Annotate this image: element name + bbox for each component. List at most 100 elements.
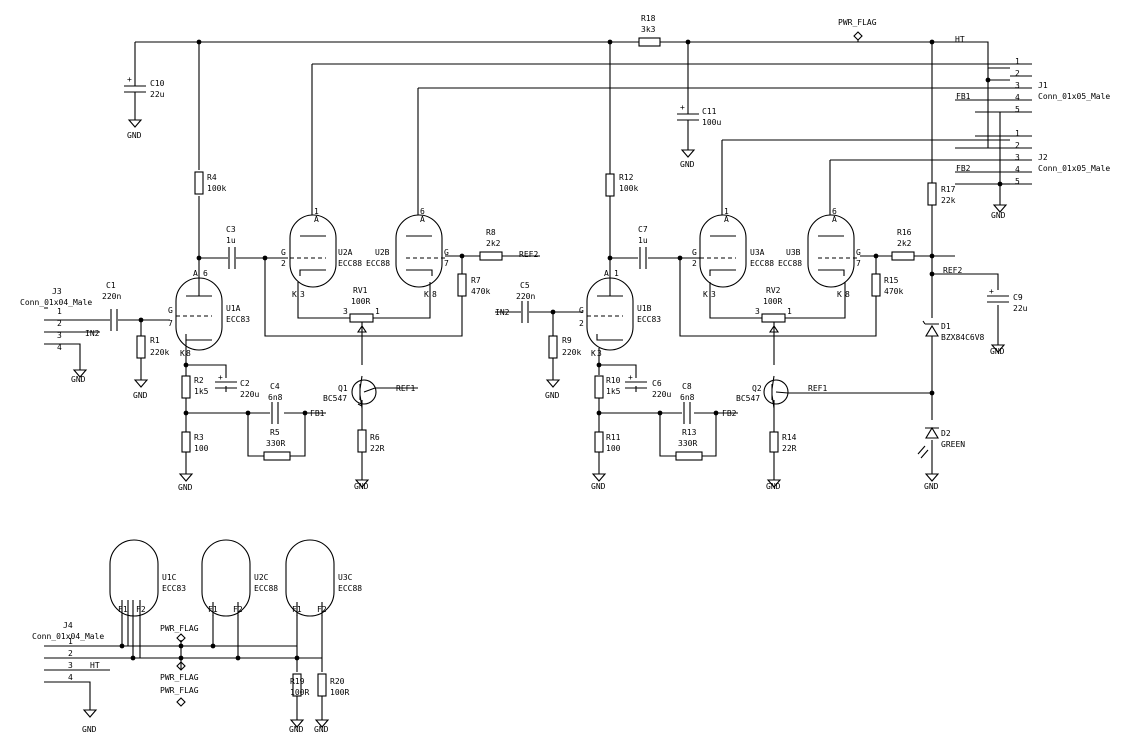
svg-text:GND: GND (591, 482, 606, 491)
svg-text:R13: R13 (682, 428, 697, 437)
svg-text:D2: D2 (941, 429, 951, 438)
svg-text:3: 3 (755, 307, 760, 316)
svg-text:F2: F2 (136, 605, 146, 614)
svg-text:22u: 22u (1013, 304, 1028, 313)
svg-text:1k5: 1k5 (606, 387, 621, 396)
svg-text:330R: 330R (266, 439, 285, 448)
svg-text:R20: R20 (330, 677, 345, 686)
svg-text:1: 1 (614, 269, 619, 278)
svg-text:1: 1 (314, 207, 319, 216)
svg-text:R8: R8 (486, 228, 496, 237)
svg-text:2: 2 (1015, 141, 1020, 150)
svg-text:+: + (680, 103, 685, 112)
junctions (119, 39, 1003, 661)
svg-text:100: 100 (606, 444, 621, 453)
svg-text:BC547: BC547 (323, 394, 347, 403)
svg-text:R9: R9 (562, 336, 572, 345)
svg-text:R2: R2 (194, 376, 204, 385)
svg-text:FB2: FB2 (956, 164, 971, 173)
svg-text:2k2: 2k2 (486, 239, 501, 248)
svg-text:R5: R5 (270, 428, 280, 437)
svg-text:A: A (314, 215, 319, 224)
svg-text:1: 1 (57, 307, 62, 316)
svg-text:GND: GND (289, 725, 304, 734)
svg-text:100u: 100u (702, 118, 721, 127)
svg-text:4: 4 (1015, 165, 1020, 174)
svg-text:R19: R19 (290, 677, 305, 686)
svg-text:G: G (281, 248, 286, 257)
svg-text:ECC88: ECC88 (338, 584, 362, 593)
svg-text:C2: C2 (240, 379, 250, 388)
svg-text:C5: C5 (520, 281, 530, 290)
net-labels: HT FB1 FB2 REF2 REF2 REF1 REF1 FB1 FB2 I… (85, 35, 971, 670)
svg-text:220u: 220u (652, 390, 671, 399)
svg-text:G: G (444, 248, 449, 257)
svg-text:2: 2 (68, 649, 73, 658)
power-flag-bottom-3: PWR_FLAG (160, 686, 199, 707)
svg-text:GND: GND (82, 725, 97, 734)
svg-text:100R: 100R (290, 688, 309, 697)
svg-text:GND: GND (545, 391, 560, 400)
svg-text:RV1: RV1 (353, 286, 368, 295)
svg-text:ECC83: ECC83 (637, 315, 661, 324)
svg-text:6: 6 (832, 207, 837, 216)
svg-text:K: K (292, 290, 297, 299)
power-flag-bottom-2: PWR_FLAG (160, 661, 199, 682)
svg-text:100k: 100k (619, 184, 638, 193)
wires (48, 41, 1010, 720)
svg-text:3: 3 (711, 290, 716, 299)
svg-text:R18: R18 (641, 14, 656, 23)
svg-text:3k3: 3k3 (641, 25, 656, 34)
svg-text:F2: F2 (233, 605, 243, 614)
svg-text:6n8: 6n8 (680, 393, 695, 402)
svg-text:ECC88: ECC88 (778, 259, 802, 268)
connector-j1: J1 Conn_01x05_Male 1 2 3 4 5 (1010, 57, 1110, 114)
svg-text:ECC88: ECC88 (254, 584, 278, 593)
svg-text:A: A (724, 215, 729, 224)
resistor-r5: R5 330R (263, 428, 291, 461)
svg-text:2: 2 (281, 259, 286, 268)
svg-text:C6: C6 (652, 379, 662, 388)
svg-text:C4: C4 (270, 382, 280, 391)
svg-text:FB2: FB2 (722, 409, 737, 418)
svg-text:4: 4 (1015, 93, 1020, 102)
svg-text:PWR_FLAG: PWR_FLAG (160, 673, 199, 682)
svg-text:HT: HT (90, 661, 100, 670)
svg-text:8: 8 (845, 290, 850, 299)
svg-text:2: 2 (579, 319, 584, 328)
svg-text:Conn_01x04_Male: Conn_01x04_Male (32, 632, 104, 641)
svg-text:C7: C7 (638, 225, 648, 234)
svg-text:5: 5 (1015, 177, 1020, 186)
svg-text:GND: GND (924, 482, 939, 491)
svg-text:G: G (579, 306, 584, 315)
svg-text:R12: R12 (619, 173, 634, 182)
svg-text:1: 1 (1015, 129, 1020, 138)
svg-text:3: 3 (1015, 153, 1020, 162)
svg-text:100: 100 (194, 444, 209, 453)
svg-text:220u: 220u (240, 390, 259, 399)
svg-text:R7: R7 (471, 276, 481, 285)
svg-text:4: 4 (57, 343, 62, 352)
svg-text:8: 8 (432, 290, 437, 299)
svg-text:G: G (692, 248, 697, 257)
svg-text:U3C: U3C (338, 573, 353, 582)
svg-text:ECC83: ECC83 (226, 315, 250, 324)
svg-text:A: A (420, 215, 425, 224)
svg-text:100R: 100R (351, 297, 370, 306)
svg-text:C9: C9 (1013, 293, 1023, 302)
